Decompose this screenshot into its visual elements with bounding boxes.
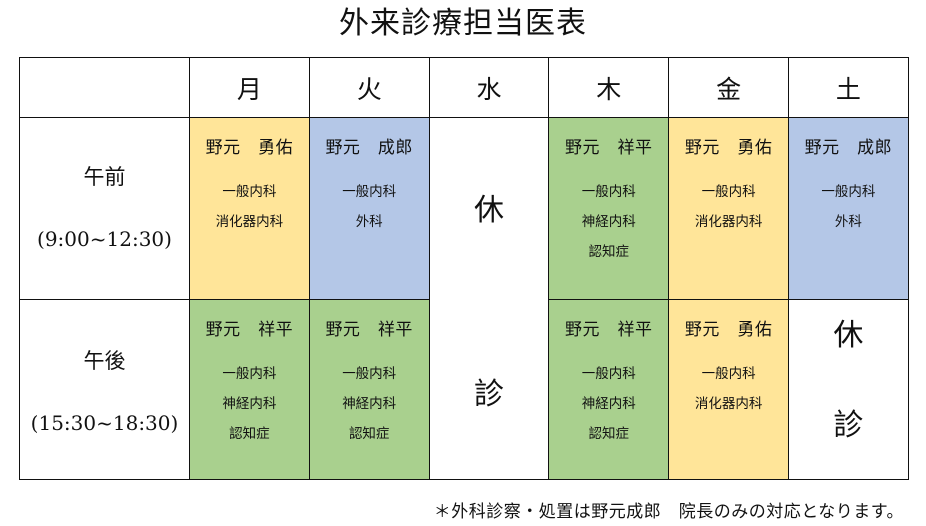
specialty: 神経内科 (581, 214, 636, 230)
specialty: 外科 (834, 214, 862, 230)
closed-char-2: 診 (473, 376, 504, 412)
pm-sat-closed-cell: 休 診 (787, 299, 909, 480)
doctor-name: 野元 勇佑 (684, 320, 773, 340)
specialty: 一般内科 (701, 366, 756, 382)
specialty: 消化器内科 (694, 214, 763, 230)
am-thu-cell: 野元 祥平 一般内科神経内科認知症 (548, 117, 670, 300)
specialty: 一般内科 (222, 184, 277, 200)
specialty: 消化器内科 (215, 214, 284, 230)
doctor-name: 野元 勇佑 (684, 138, 773, 158)
day-header-tue: 火 (308, 57, 430, 118)
specialty: 一般内科 (222, 366, 277, 382)
doctor-name: 野元 祥平 (205, 320, 294, 340)
specialty: 一般内科 (342, 184, 397, 200)
specialty: 神経内科 (222, 396, 277, 412)
doctor-name: 野元 祥平 (565, 320, 653, 340)
pm-mon-cell: 野元 祥平 一般内科神経内科認知症 (189, 299, 310, 480)
specialty: 一般内科 (581, 366, 636, 382)
pm-time: (15:30~18:30) (30, 410, 179, 435)
day-header-fri: 金 (668, 57, 789, 118)
day-header-sat: 土 (787, 57, 909, 118)
doctor-name: 野元 祥平 (565, 138, 653, 158)
am-fri-cell: 野元 勇佑 一般内科消化器内科 (668, 117, 789, 300)
specialty: 認知症 (229, 426, 270, 442)
doctor-name: 野元 勇佑 (205, 138, 294, 158)
am-mon-cell: 野元 勇佑 一般内科消化器内科 (189, 117, 310, 300)
pm-fri-cell: 野元 勇佑 一般内科消化器内科 (668, 299, 789, 480)
am-label: 午前 (83, 164, 126, 189)
specialty: 認知症 (588, 244, 630, 260)
corner-cell (19, 57, 190, 118)
pm-label: 午後 (83, 348, 126, 373)
day-header-thu: 木 (548, 57, 670, 118)
specialty: 認知症 (588, 426, 630, 442)
specialty: 外科 (355, 214, 383, 230)
footnote: ＊外科診察・処置は野元成郎 院長のみの対応となります。 (433, 502, 904, 522)
pm-thu-cell: 野元 祥平 一般内科神経内科認知症 (548, 299, 670, 480)
am-slot-cell: 午前 (9:00~12:30) (19, 117, 190, 300)
doctor-name: 野元 成郎 (325, 138, 413, 158)
am-tue-cell: 野元 成郎 一般内科外科 (308, 117, 430, 300)
closed-char-2: 診 (833, 408, 864, 443)
header-row: 月 火 水 木 金 土 (19, 57, 909, 118)
closed-char-1: 休 (473, 192, 504, 228)
specialty: 神経内科 (342, 396, 397, 412)
specialty: 一般内科 (342, 366, 397, 382)
pm-row: 午後 (15:30~18:30) 野元 祥平 一般内科神経内科認知症 野元 祥平… (19, 299, 909, 480)
wed-closed-cell: 休 診 (428, 117, 550, 480)
doctor-name: 野元 祥平 (325, 320, 413, 340)
pm-slot-cell: 午後 (15:30~18:30) (19, 299, 190, 480)
am-time: (9:00~12:30) (37, 226, 172, 251)
am-sat-cell: 野元 成郎 一般内科外科 (787, 117, 909, 300)
schedule-table: 月 火 水 木 金 土 午前 (9:00~12:30) 野元 勇佑 一般内科消化… (19, 57, 909, 480)
closed-char-1: 休 (833, 318, 864, 353)
specialty: 一般内科 (821, 184, 876, 200)
specialty: 一般内科 (701, 184, 756, 200)
specialty: 神経内科 (581, 396, 636, 412)
specialty: 一般内科 (581, 184, 636, 200)
specialty: 認知症 (348, 426, 390, 442)
day-header-mon: 月 (189, 57, 310, 118)
am-row: 午前 (9:00~12:30) 野元 勇佑 一般内科消化器内科 野元 成郎 一般… (19, 117, 909, 480)
page-title: 外来診療担当医表 (339, 6, 587, 41)
pm-tue-cell: 野元 祥平 一般内科神経内科認知症 (308, 299, 430, 480)
day-header-wed: 水 (428, 57, 550, 118)
doctor-name: 野元 成郎 (804, 138, 893, 158)
specialty: 消化器内科 (694, 396, 763, 412)
